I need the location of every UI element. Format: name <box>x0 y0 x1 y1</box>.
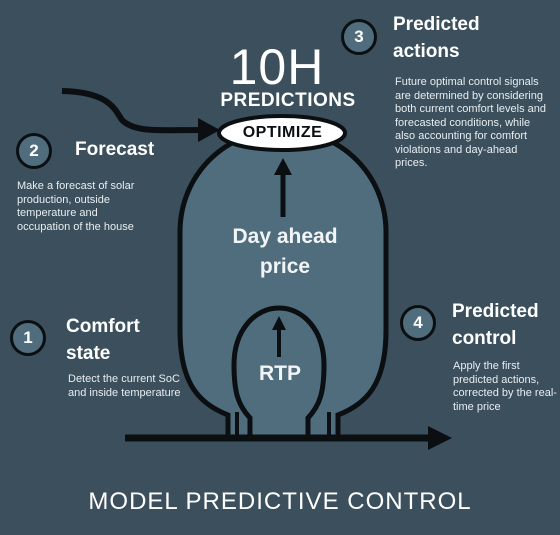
inner-bulb-shape <box>231 305 327 440</box>
day-ahead-price-label: Day ahead price <box>232 225 338 278</box>
step-2-description: Make a forecast of solar production, out… <box>17 180 135 233</box>
step-4-title: Predicted control <box>452 301 539 349</box>
optimize-label: OPTIMIZE <box>242 124 323 141</box>
rtp-up-arrowhead <box>272 316 286 330</box>
diagram-title: MODEL PREDICTIVE CONTROL <box>88 488 472 515</box>
forecast-curve-arrowhead <box>198 118 220 142</box>
step-1-badge: 1 <box>10 320 46 356</box>
step-1-title: Comfort state <box>66 316 140 364</box>
step-4-badge: 4 <box>400 305 436 341</box>
horizon-label: PREDICTIONS <box>220 90 356 111</box>
step-1-description: Detect the current SoC and inside temper… <box>68 373 181 399</box>
step-3-description: Future optimal control signals are deter… <box>395 76 547 169</box>
timeline-arrowhead <box>428 426 452 450</box>
horizon-number: 10H <box>229 39 325 95</box>
step-3-badge: 3 <box>341 19 377 55</box>
step-2-title: Forecast <box>75 139 155 160</box>
dayahead-up-arrowhead <box>274 158 292 175</box>
step-2-badge: 2 <box>16 133 52 169</box>
step-3-title: Predicted actions <box>393 14 480 62</box>
forecast-curve-arrow <box>61 88 201 134</box>
optimize-ellipse <box>217 114 347 152</box>
rtp-label: RTP <box>259 362 301 385</box>
step-4-description: Apply the first predicted actions, corre… <box>453 360 557 413</box>
